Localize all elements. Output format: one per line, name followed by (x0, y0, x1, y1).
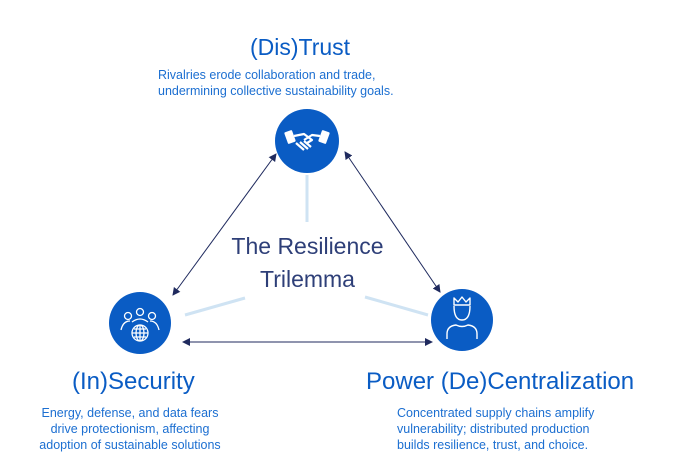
desc-line: vulnerability; distributed production (397, 422, 590, 436)
arrow-trust-power (344, 151, 441, 293)
desc-line: Concentrated supply chains amplify (397, 406, 595, 420)
node-title-security: (In)Security (72, 368, 195, 395)
node-desc-security: Energy, defense, and data fears drive pr… (15, 405, 245, 453)
node-desc-trust: Rivalries erode collaboration and trade,… (158, 67, 394, 99)
center-title-line: The Resilience (231, 233, 384, 259)
desc-line: Rivalries erode collaboration and trade, (158, 68, 376, 82)
spoke-left (184, 296, 246, 317)
people-globe-icon (109, 292, 171, 354)
crowned-person-icon (431, 289, 493, 351)
node-title-trust: (Dis)Trust (250, 34, 351, 60)
arrow-trust-security (172, 153, 277, 296)
center-title: The Resilience Trilemma (200, 230, 415, 296)
handshake-icon (275, 109, 339, 173)
desc-line: adoption of sustainable solutions (39, 438, 221, 452)
desc-line: Energy, defense, and data fears (41, 406, 219, 420)
node-title-power: Power (De)Centralization (366, 368, 635, 395)
node-desc-power: Concentrated supply chains amplify vulne… (397, 405, 594, 453)
center-title-line: Trilemma (260, 266, 355, 292)
desc-line: drive protectionism, affecting (50, 422, 210, 436)
desc-line: builds resilience, trust, and choice. (397, 438, 589, 452)
desc-line: undermining collective sustainability go… (158, 84, 394, 98)
spoke-right (364, 295, 429, 317)
